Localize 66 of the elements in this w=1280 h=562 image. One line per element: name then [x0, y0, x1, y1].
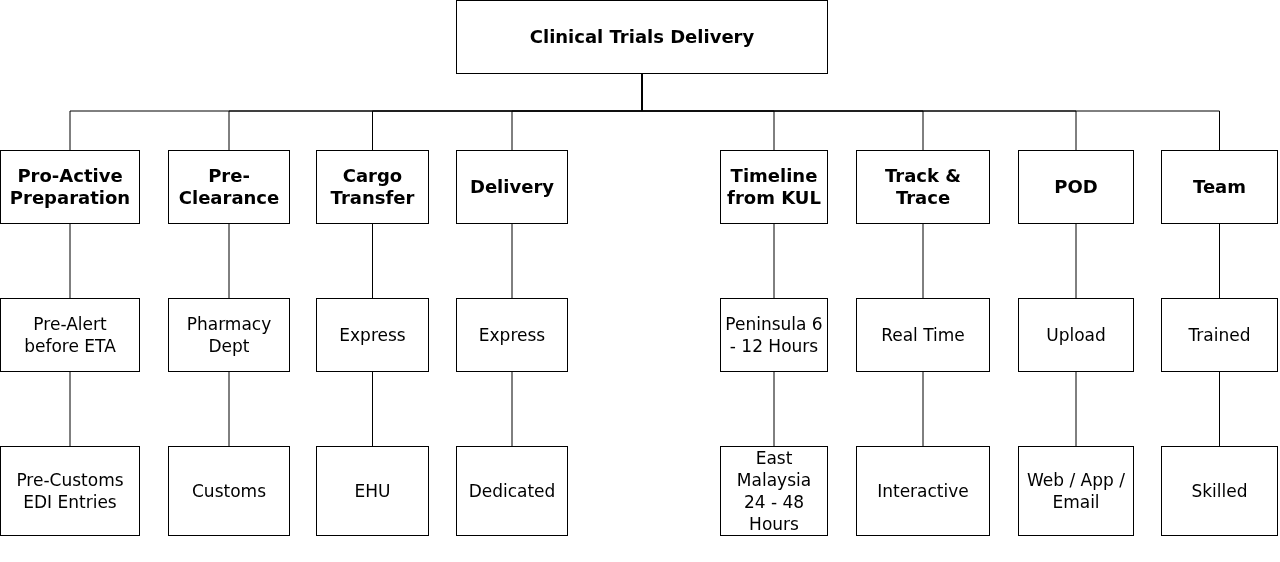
connector-line [511, 223, 513, 299]
item-box [316, 446, 429, 536]
item-box [456, 298, 568, 372]
connector-line [922, 223, 924, 299]
item-box [168, 298, 290, 372]
item-box [168, 446, 290, 536]
connector-line [372, 223, 373, 299]
connector-line [1219, 371, 1220, 447]
box-label: Pre-Clearance [177, 165, 281, 209]
box-label: Delivery [469, 176, 554, 198]
connector-line [69, 371, 71, 447]
box-label: Dedicated [468, 480, 556, 502]
category-box [0, 150, 140, 224]
box-label: Express [339, 324, 406, 346]
connector-line [922, 371, 924, 447]
item-box [0, 298, 140, 372]
connector-line [773, 223, 775, 299]
box-label: POD [1054, 176, 1098, 198]
connector-line [1075, 223, 1077, 299]
item-box [1018, 298, 1134, 372]
item-box [456, 446, 568, 536]
category-box [316, 150, 429, 224]
box-label: Clinical Trials Delivery [529, 26, 755, 48]
item-box [1161, 446, 1278, 536]
connector-line [1219, 223, 1220, 299]
item-box [720, 298, 828, 372]
item-box [856, 446, 990, 536]
category-box [168, 150, 290, 224]
box-label: Cargo Transfer [329, 165, 416, 209]
box-label: Timeline from KUL [726, 165, 822, 209]
box-label: East Malaysia 24 - 48 Hours [735, 447, 813, 535]
box-label: Skilled [1191, 480, 1248, 502]
box-label: Upload [1046, 324, 1106, 346]
connector-line [773, 371, 775, 447]
box-label: Interactive [877, 480, 969, 502]
category-box [1018, 150, 1134, 224]
item-box [1018, 446, 1134, 536]
item-box [316, 298, 429, 372]
box-label: Pro-Active Preparation [8, 165, 132, 209]
item-box [1161, 298, 1278, 372]
item-box [856, 298, 990, 372]
category-box [720, 150, 828, 224]
connector-line [69, 223, 71, 299]
box-label: Pre-Alert before ETA [23, 313, 117, 357]
connector-line [228, 223, 230, 299]
box-label: Pre-Customs EDI Entries [15, 469, 125, 513]
box-label: Customs [192, 480, 266, 502]
connector-line [511, 371, 513, 447]
box-label: EHU [354, 480, 391, 502]
item-box [0, 446, 140, 536]
box-label: Express [478, 324, 546, 346]
box-label: Peninsula 6 - 12 Hours [725, 313, 823, 357]
connector-line [372, 371, 373, 447]
connector-line [1075, 371, 1077, 447]
item-box [720, 446, 828, 536]
category-box [856, 150, 990, 224]
box-label: Trained [1188, 324, 1251, 346]
category-box [456, 150, 568, 224]
category-box [1161, 150, 1278, 224]
root-box [456, 0, 828, 74]
box-label: Pharmacy Dept [185, 313, 273, 357]
connector-line [228, 371, 230, 447]
box-label: Real Time [881, 324, 965, 346]
box-label: Team [1193, 176, 1246, 198]
box-label: Web / App / Email [1026, 469, 1126, 513]
box-label: Track & Trace [884, 165, 962, 209]
